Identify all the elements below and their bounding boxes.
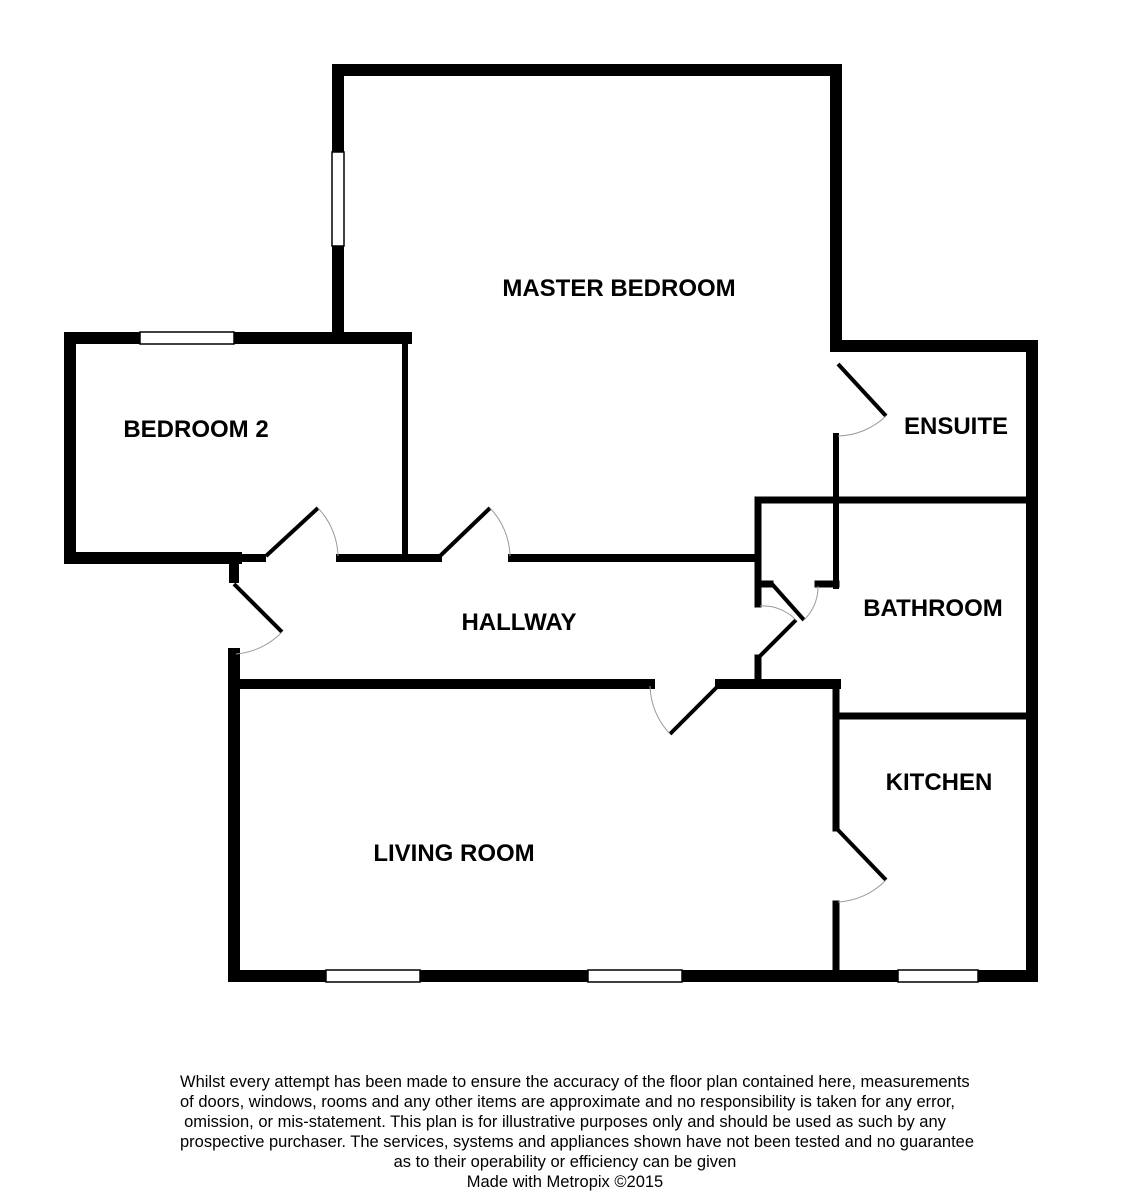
disclaimer: Whilst every attempt has been made to en… — [180, 1072, 975, 1192]
label-living-room: LIVING ROOM — [373, 840, 534, 867]
window-living-left — [325, 969, 421, 983]
label-kitchen: KITCHEN — [886, 769, 993, 796]
window-master-left — [331, 151, 345, 247]
disclaimer-line: omission, or mis-statement. This plan is… — [184, 1113, 946, 1131]
label-bathroom: BATHROOM — [863, 595, 1003, 622]
label-hallway: HALLWAY — [461, 609, 576, 636]
label-master-bedroom: MASTER BEDROOM — [502, 275, 735, 302]
door-bathroom[interactable] — [758, 605, 798, 658]
door-bedroom2[interactable] — [264, 506, 339, 558]
door-entrance[interactable] — [232, 582, 284, 655]
disclaimer-line: of doors, windows, rooms and any other i… — [180, 1093, 955, 1111]
credit-line: Made with Metropix ©2015 — [466, 1173, 664, 1191]
door-ensuite[interactable] — [836, 362, 888, 437]
label-bedroom-2: BEDROOM 2 — [123, 416, 268, 443]
door-cupboard-upper[interactable] — [770, 582, 819, 622]
window-kitchen — [897, 969, 979, 983]
window-bedroom2-top — [139, 331, 235, 345]
door-living-room[interactable] — [649, 684, 720, 736]
disclaimer-line: prospective purchaser. The services, sys… — [180, 1133, 975, 1151]
doors — [232, 362, 888, 903]
disclaimer-line: as to their operability or efficiency ca… — [393, 1153, 737, 1171]
door-master-bedroom[interactable] — [438, 506, 511, 558]
windows — [139, 151, 979, 983]
walls — [64, 64, 1038, 982]
door-kitchen[interactable] — [836, 828, 888, 903]
label-ensuite: ENSUITE — [904, 413, 1008, 440]
disclaimer-line: Whilst every attempt has been made to en… — [180, 1073, 970, 1091]
window-living-right — [587, 969, 683, 983]
room-labels: MASTER BEDROOM BEDROOM 2 ENSUITE HALLWAY… — [123, 275, 1008, 867]
